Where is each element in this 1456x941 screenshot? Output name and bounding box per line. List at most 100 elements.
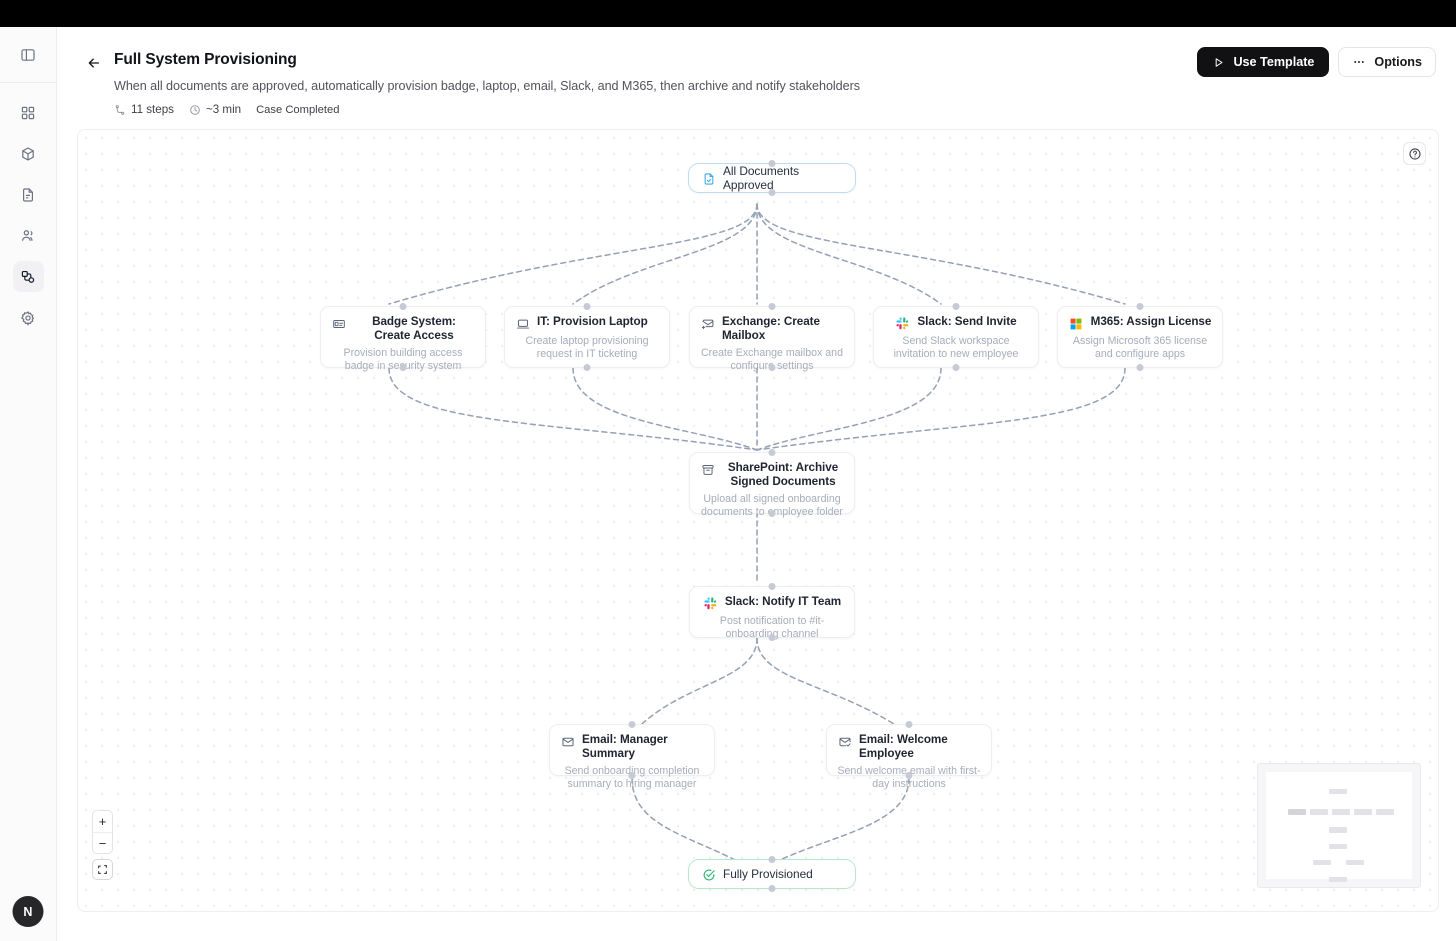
node-handle-top[interactable] [768, 449, 776, 456]
node-handle-bottom[interactable] [628, 772, 636, 779]
node-handle-top[interactable] [583, 303, 591, 310]
slack-icon [895, 316, 910, 331]
zoom-out-button[interactable]: − [93, 832, 112, 853]
node-description: Send welcome email with first-day instru… [837, 765, 981, 790]
node-handle-top[interactable] [1136, 303, 1144, 310]
node-title: Badge System: Create Access [372, 315, 456, 342]
minimap-node [1288, 809, 1306, 815]
node-sharepoint-archive-signed-documents[interactable]: SharePoint: Archive Signed Documents Upl… [689, 449, 855, 518]
slack-icon [703, 596, 718, 611]
laptop-icon [515, 316, 530, 331]
microsoft-icon [1069, 316, 1084, 331]
node-title: All Documents Approved [723, 164, 800, 192]
node-handle-top[interactable] [628, 721, 636, 728]
node-handle-bottom[interactable] [768, 510, 776, 517]
mail-icon [560, 734, 575, 749]
options-label: Options [1374, 55, 1422, 69]
node-handle-bottom[interactable] [1136, 364, 1144, 371]
sidebar-item-settings[interactable] [13, 302, 44, 333]
mail-check-icon [837, 734, 852, 749]
minimap-node [1329, 789, 1347, 794]
header-actions: Use Template Options [1197, 47, 1436, 77]
node-handle-bottom[interactable] [768, 364, 776, 371]
meta-steps-label: 11 steps [131, 103, 174, 116]
back-button[interactable] [83, 52, 105, 74]
fit-view-button[interactable] [92, 859, 113, 880]
node-handle-bottom[interactable] [768, 189, 776, 196]
minimap-viewport [1266, 772, 1412, 882]
node-handle-top[interactable] [768, 583, 776, 590]
use-template-label: Use Template [1233, 55, 1315, 69]
node-title: Slack: Notify IT Team [724, 595, 842, 608]
node-email-manager-summary[interactable]: Email: Manager Summary Send onboarding c… [549, 721, 715, 790]
node-handle-top[interactable] [768, 160, 776, 167]
node-title: Fully Provisioned [723, 867, 813, 881]
minimap-node [1329, 877, 1347, 882]
use-template-button[interactable]: Use Template [1197, 47, 1330, 77]
node-handle-bottom[interactable] [952, 364, 960, 371]
meta-status: Case Completed [256, 103, 340, 116]
workflow-edges [388, 203, 1126, 873]
sidebar-item-documents[interactable] [13, 179, 44, 210]
window-titlebar [0, 0, 1456, 27]
zoom-in-button[interactable]: + [98, 814, 107, 829]
node-it-provision-laptop[interactable]: IT: Provision Laptop Create laptop provi… [504, 303, 670, 371]
sidebar-item-packages[interactable] [13, 138, 44, 169]
node-handle-top[interactable] [399, 303, 407, 310]
node-slack-send-invite[interactable]: Slack: Send Invite Send Slack workspace … [873, 303, 1039, 371]
node-m365-assign-license[interactable]: M365: Assign License Assign Microsoft 36… [1057, 303, 1223, 371]
sidebar-item-dashboard[interactable] [13, 97, 44, 128]
node-handle-bottom[interactable] [768, 885, 776, 892]
minimap-node [1346, 860, 1364, 865]
node-badge-system-create-access[interactable]: Badge System: Create Access Provision bu… [320, 303, 486, 372]
avatar[interactable]: N [12, 896, 44, 927]
node-description: Send Slack workspace invitation to new e… [893, 335, 1019, 360]
minimap[interactable] [1257, 763, 1421, 888]
panel-toggle-icon[interactable] [13, 39, 44, 70]
node-all-documents-approved[interactable]: All Documents Approved [688, 160, 856, 196]
options-button[interactable]: Options [1338, 47, 1436, 77]
document-check-icon [701, 171, 716, 186]
meta-duration: ~3 min [189, 103, 241, 116]
node-title: Email: Welcome Employee [859, 733, 948, 760]
sidebar-item-workflows[interactable] [12, 261, 44, 292]
meta-steps: 11 steps [114, 103, 174, 116]
node-title: IT: Provision Laptop [537, 315, 648, 328]
node-fully-provisioned[interactable]: Fully Provisioned [688, 856, 856, 892]
node-exchange-create-mailbox[interactable]: Exchange: Create Mailbox Create Exchange… [689, 303, 855, 372]
ellipsis-icon [1354, 61, 1365, 63]
node-description: Create laptop provisioning request in IT… [525, 335, 649, 360]
check-circle-icon [701, 867, 716, 882]
node-title: Email: Manager Summary [582, 733, 668, 760]
minimap-node [1329, 827, 1347, 833]
node-handle-top[interactable] [952, 303, 960, 310]
minimap-node [1354, 809, 1372, 815]
page-header: Full System Provisioning When all docume… [57, 27, 1456, 128]
node-handle-top[interactable] [768, 303, 776, 310]
zoom-controls: + − [92, 810, 113, 854]
node-title: SharePoint: Archive Signed Documents [727, 461, 839, 488]
node-title: Slack: Send Invite [917, 315, 1017, 328]
archive-box-icon [700, 462, 715, 477]
node-email-welcome-employee[interactable]: Email: Welcome Employee Send welcome ema… [826, 721, 992, 790]
page-subtitle: When all documents are approved, automat… [114, 79, 860, 93]
node-handle-bottom[interactable] [583, 364, 591, 371]
minimap-node [1376, 809, 1394, 815]
meta-duration-label: ~3 min [205, 103, 242, 116]
page-meta: 11 steps ~3 min Case Completed [114, 103, 339, 116]
minimap-node [1313, 860, 1331, 865]
node-handle-top[interactable] [768, 856, 776, 863]
node-title: M365: Assign License [1090, 315, 1212, 328]
node-slack-notify-it-team[interactable]: Slack: Notify IT Team Post notification … [689, 583, 855, 641]
node-description: Send onboarding completion summary to hi… [564, 765, 700, 790]
help-icon[interactable] [1403, 142, 1426, 165]
minimap-node [1310, 809, 1328, 815]
node-handle-bottom[interactable] [768, 634, 776, 641]
node-handle-bottom[interactable] [399, 364, 407, 371]
workflow-canvas[interactable]: All Documents Approved Badge System: Cre… [77, 129, 1439, 912]
node-handle-top[interactable] [905, 721, 913, 728]
node-handle-bottom[interactable] [905, 772, 913, 779]
page-title: Full System Provisioning [114, 51, 297, 68]
sidebar-item-people[interactable] [13, 220, 44, 251]
